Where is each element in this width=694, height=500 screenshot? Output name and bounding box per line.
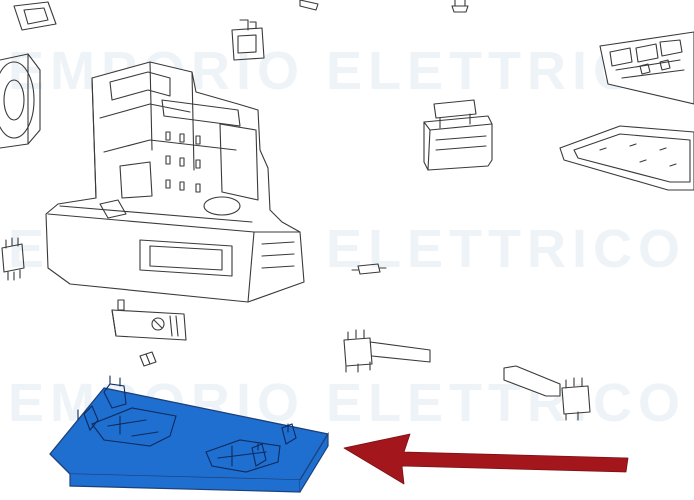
part-top-bracket	[231, 19, 265, 61]
part-limit-switch	[111, 299, 187, 341]
part-terminal-left	[1, 237, 25, 281]
part-control-board	[599, 31, 694, 105]
part-cable-bracket-right	[503, 365, 591, 421]
part-board-tray	[559, 125, 694, 191]
part-motor-left	[0, 53, 41, 149]
part-cable-bracket-center	[343, 329, 431, 373]
part-small-connector	[351, 263, 387, 275]
part-top-left-fragment	[13, 1, 57, 31]
pointer-arrow	[343, 433, 629, 485]
part-transformer	[423, 99, 493, 171]
part-small-screw	[139, 351, 157, 367]
part-base-plate-highlighted	[49, 375, 329, 493]
part-main-housing	[45, 61, 305, 303]
part-top-screw	[299, 0, 469, 13]
